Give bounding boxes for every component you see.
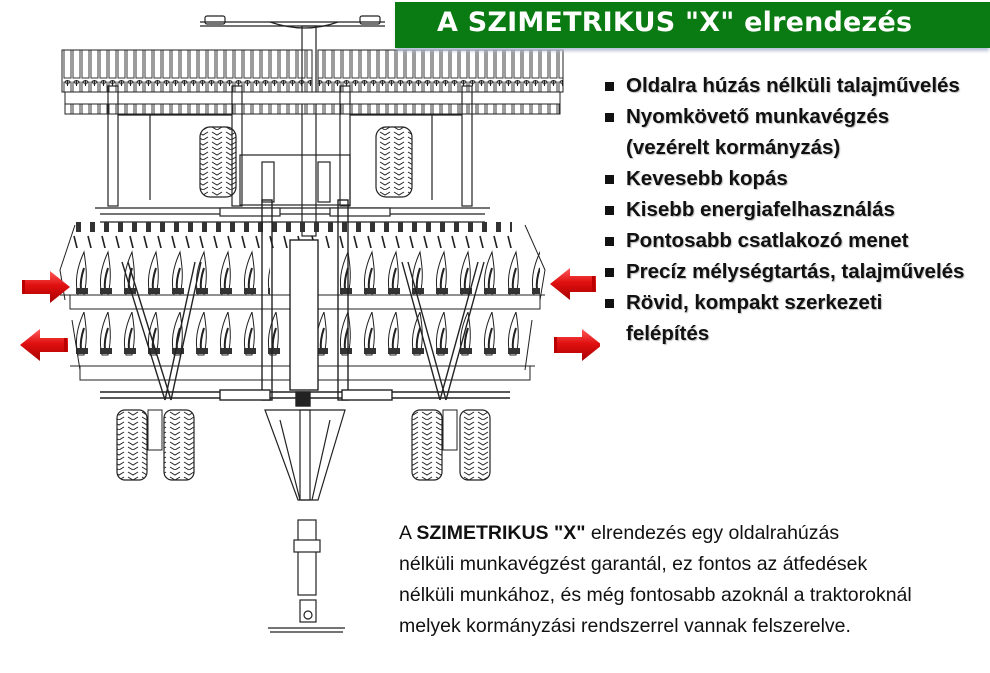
feature-item: Nyomkövető munkavégzés(vezérelt kormányz… (602, 101, 964, 163)
feature-item: Kisebb energiafelhasználás (602, 194, 964, 225)
bullet-square-icon (605, 82, 614, 91)
description-paragraph: A SZIMETRIKUS "X" elrendezés egy oldalra… (399, 522, 912, 637)
transport-wheels-upper (199, 126, 413, 198)
main-beam (95, 207, 490, 223)
title-banner: A SZIMETRIKUS "X" elrendezés (395, 2, 990, 48)
feature-item: Kevesebb kopás (602, 163, 964, 194)
arrow-left-lower-left-icon (20, 329, 68, 361)
arrow-right-lower-right-icon (554, 329, 600, 361)
front-disc-row (59, 224, 546, 310)
bullet-square-icon (605, 113, 614, 122)
machine-diagram (20, 15, 600, 633)
transport-wheels-lower (116, 409, 491, 481)
drawbar-top (200, 15, 385, 237)
bullet-square-icon (605, 268, 614, 277)
arrow-right-upper-left-icon (550, 268, 596, 300)
bullet-square-icon (605, 299, 614, 308)
rear-roller-row (61, 49, 564, 115)
bullet-square-icon (605, 237, 614, 246)
feature-item: Precíz mélységtartás, talajművelés (602, 256, 964, 287)
drawbar-front (264, 409, 346, 633)
bullet-square-icon (605, 206, 614, 215)
feature-item: Oldalra húzás nélküli talajművelés (602, 70, 964, 101)
emphasis: SZIMETRIKUS "X" (416, 522, 586, 544)
bullet-square-icon (605, 175, 614, 184)
feature-item: Pontosabb csatlakozó menet (602, 225, 964, 256)
slide-title: A SZIMETRIKUS "X" elrendezés (437, 7, 913, 38)
feature-list: Oldalra húzás nélküli talajművelés Nyomk… (602, 70, 964, 349)
x-struts (100, 199, 510, 407)
arrow-left-upper-right-icon (22, 271, 70, 303)
